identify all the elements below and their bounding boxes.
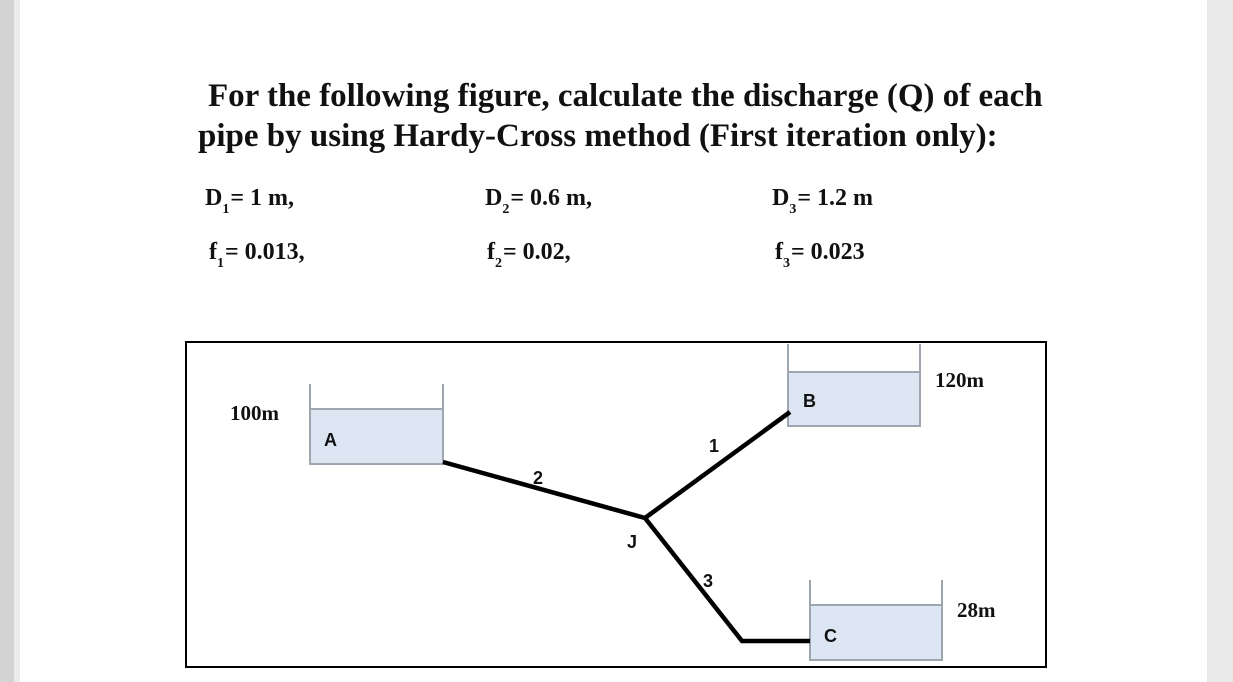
param-d2: D2= 0.6 m, [485, 185, 592, 218]
param-value: = 1 m, [230, 185, 295, 211]
param-subscript: 1 [217, 256, 224, 271]
param-symbol: f [487, 239, 495, 265]
problem-statement: For the following figure, calculate the … [198, 76, 1138, 156]
param-value: = 0.6 m, [510, 185, 593, 211]
junction-label: J [627, 532, 637, 552]
pipe-2 [442, 459, 646, 521]
param-subscript: 2 [502, 202, 510, 217]
reservoir-a-elevation: 100m [230, 401, 280, 425]
reservoir-a-water [309, 408, 444, 465]
param-f2: f2= 0.02, [487, 239, 571, 272]
param-subscript: 3 [789, 202, 797, 217]
pipe-2-label: 2 [533, 468, 543, 488]
param-value: = 0.02, [503, 239, 571, 265]
reservoir-c-elevation: 28m [957, 598, 996, 622]
pipe-3 [643, 516, 810, 644]
reservoir-c-water [809, 604, 943, 661]
param-value: = 0.013, [225, 239, 305, 265]
param-symbol: f [775, 239, 783, 265]
param-subscript: 2 [495, 256, 502, 271]
reservoir-b-label: B [803, 391, 816, 411]
reservoir-a: A [309, 384, 444, 465]
param-value: = 1.2 m [797, 185, 874, 211]
param-subscript: 1 [222, 202, 230, 217]
param-value: = 0.023 [791, 239, 865, 265]
pipe-1 [643, 410, 792, 520]
param-subscript: 3 [783, 256, 790, 271]
param-d1: D1= 1 m, [205, 185, 294, 218]
param-symbol: D [772, 185, 790, 211]
problem-line-2: pipe by using Hardy-Cross method (First … [198, 118, 998, 154]
reservoir-c: C [809, 580, 943, 661]
figure-frame [185, 341, 1047, 668]
reservoir-b-water [787, 371, 921, 427]
pipe-1-label: 1 [709, 436, 719, 456]
param-symbol: f [209, 239, 217, 265]
pipe-3-label: 3 [703, 571, 713, 591]
reservoir-b-elevation: 120m [935, 368, 985, 392]
param-f1: f1= 0.013, [209, 239, 305, 272]
reservoir-b: B [787, 344, 921, 427]
param-d3: D3= 1.2 m [772, 185, 873, 218]
param-f3: f3= 0.023 [775, 239, 865, 272]
reservoir-a-label: A [324, 430, 337, 450]
reservoir-c-label: C [824, 626, 837, 646]
page-left-edge [0, 0, 20, 682]
page-right-edge [1207, 0, 1233, 682]
param-symbol: D [205, 185, 223, 211]
problem-line-1: For the following figure, calculate the … [208, 78, 1043, 114]
param-symbol: D [485, 185, 503, 211]
